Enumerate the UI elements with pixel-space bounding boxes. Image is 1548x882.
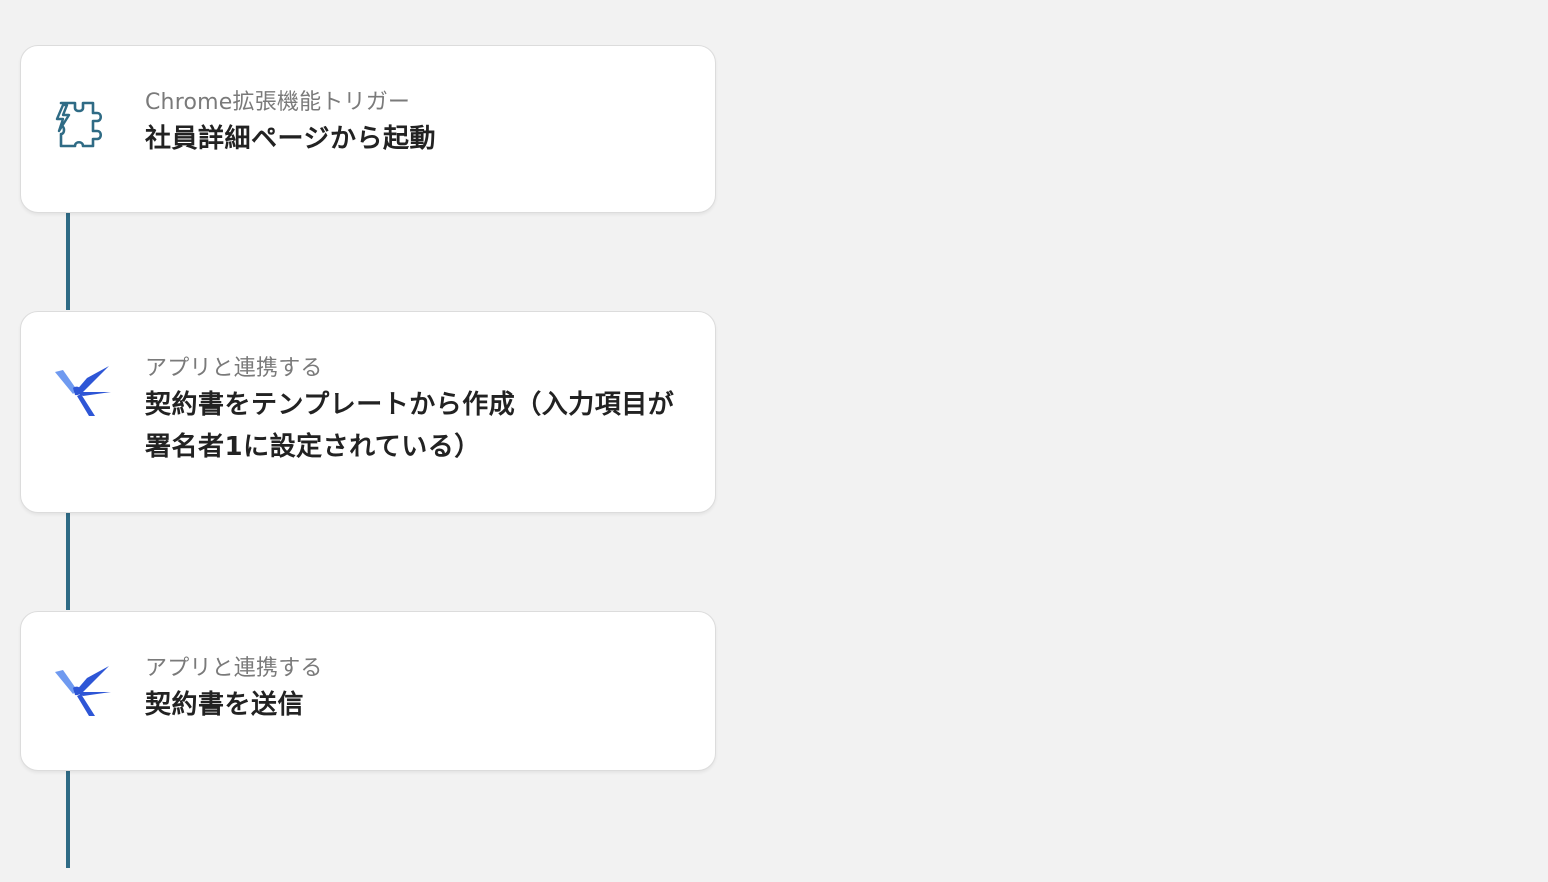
swallow-app-icon [53,362,113,422]
flow-step-trigger[interactable]: Chrome拡張機能トリガー 社員詳細ページから起動 [20,45,716,213]
flow-step-create-contract[interactable]: アプリと連携する 契約書をテンプレートから作成（入力項目が署名者1に設定されてい… [20,311,716,513]
flow-connector-1 [66,213,70,310]
step-type-label: Chrome拡張機能トリガー [145,90,411,115]
swallow-app-icon [53,662,113,722]
step-title: 社員詳細ページから起動 [145,124,436,154]
step-title: 契約書をテンプレートから作成（入力項目が署名者1に設定されている） [145,390,675,462]
step-title: 契約書を送信 [145,690,305,720]
step-type-label: アプリと連携する [145,356,323,381]
puzzle-lightning-icon [53,99,113,159]
flow-step-send-contract[interactable]: アプリと連携する 契約書を送信 [20,611,716,771]
flow-connector-3 [66,771,70,868]
step-type-label: アプリと連携する [145,656,323,681]
flow-connector-2 [66,513,70,610]
